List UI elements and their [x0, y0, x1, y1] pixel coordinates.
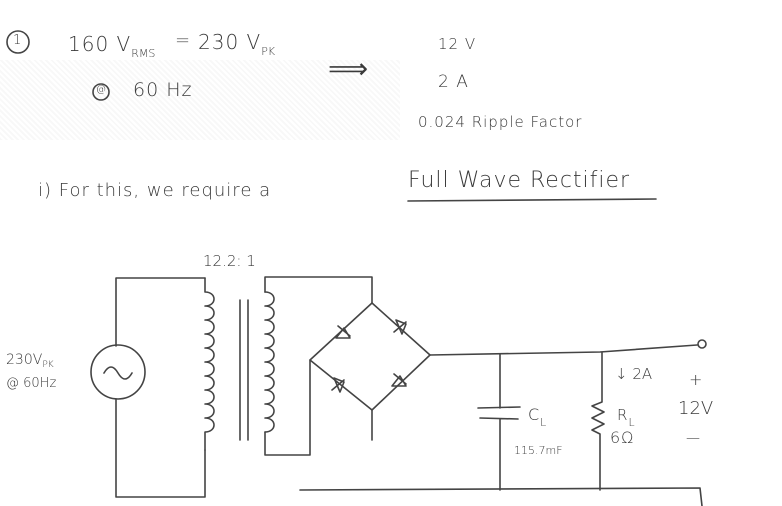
source-voltage-subscript: PK [42, 360, 54, 370]
diode-icon [393, 319, 407, 335]
paper-texture [0, 60, 400, 140]
statement-text: i) For this, we require a [38, 180, 272, 201]
capacitor-label: CL [528, 405, 546, 429]
source-frequency: @ 60Hz [6, 376, 57, 391]
output-voltage: 12V [678, 398, 714, 419]
at-circle [92, 83, 110, 101]
required-current: 2 A [438, 72, 469, 92]
item-number: 1 [13, 33, 23, 48]
equals-sign: = [175, 30, 192, 51]
item-number-circle [6, 30, 30, 54]
resistor-letter: R [617, 406, 629, 424]
capacitor-value: 115.7mF [514, 444, 563, 457]
resistor-subscript: L [628, 416, 635, 429]
diode-icon [331, 377, 345, 393]
implies-arrow-icon: ⟹ [328, 52, 370, 85]
answer-text: Full Wave Rectifier [408, 168, 631, 193]
vpk-value: 230 V [198, 30, 262, 54]
vrms-text: 160 VRMS [68, 32, 155, 60]
secondary-coil [264, 291, 275, 433]
vrms-value: 160 V [68, 32, 132, 56]
output-top-wire [429, 344, 698, 356]
ac-source [90, 344, 146, 400]
capacitor [477, 353, 521, 491]
resistor-value: 6Ω [610, 428, 635, 447]
source-voltage-value: 230V [6, 352, 43, 368]
primary-top-wire [115, 277, 206, 347]
bridge-rectifier [309, 302, 431, 411]
capacitor-subscript: L [540, 416, 547, 429]
vpk-text: 230 VPK [198, 30, 275, 58]
output-terminal [697, 339, 707, 349]
minus-sign: — [686, 430, 701, 446]
diode-icon [391, 373, 407, 387]
load-current: ↓ 2A [615, 365, 653, 383]
at-symbol: @ [96, 84, 107, 95]
answer-underline [407, 198, 657, 202]
output-bottom-wire [299, 487, 703, 506]
diode-icon [335, 325, 351, 339]
plus-sign: + [689, 370, 704, 389]
frequency: 60 Hz [133, 79, 193, 101]
resistor [591, 351, 605, 491]
resistor-label: RL [617, 406, 635, 429]
vrms-subscript: RMS [131, 47, 156, 60]
vpk-subscript: PK [261, 45, 276, 58]
primary-coil [204, 277, 215, 451]
secondary-top-wire [264, 276, 373, 304]
secondary-bottom-wire [264, 359, 311, 456]
sine-icon [103, 366, 133, 380]
capacitor-letter: C [528, 405, 541, 424]
turns-ratio: 12.2: 1 [203, 252, 256, 270]
source-voltage: 230VPK [6, 352, 54, 370]
ripple-factor: 0.024 Ripple Factor [418, 113, 583, 131]
primary-bottom-wire [115, 398, 206, 498]
required-voltage: 12 V [438, 35, 477, 53]
